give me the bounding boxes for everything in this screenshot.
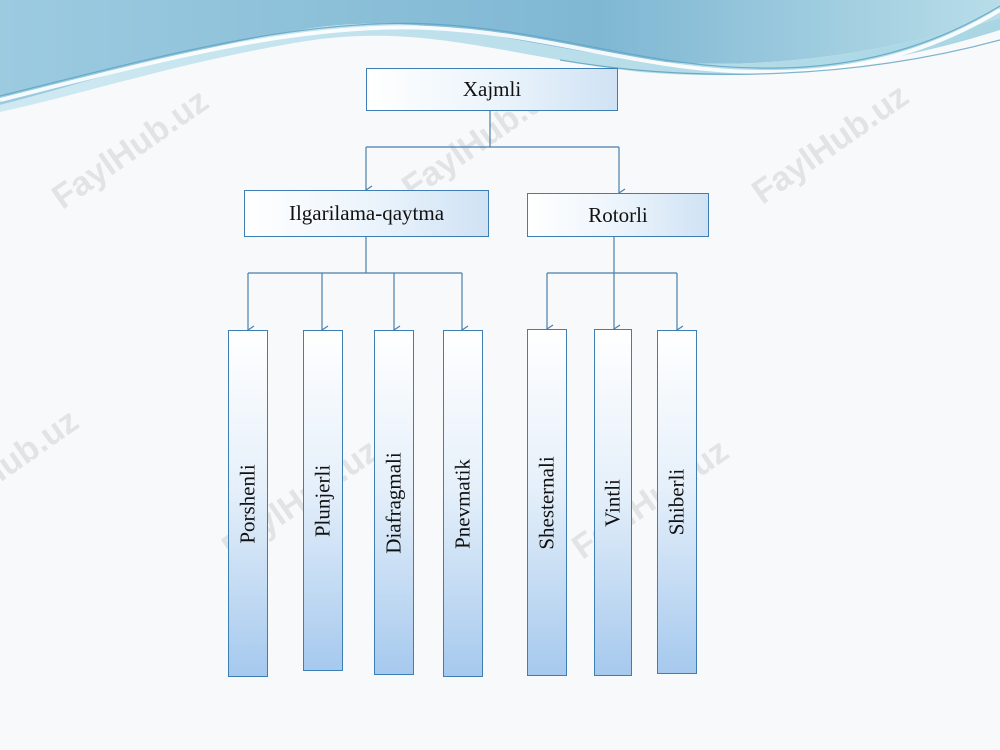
leaf-node-label: Porshenli [235,463,260,544]
branch-node-label: Rotorli [588,202,648,227]
branch-node-label: Ilgarilama-qaytma [288,201,445,225]
leaf-node-pnevmatik: Pnevmatik [443,330,483,677]
leaf-node-label: Plunjerli [310,464,335,537]
leaf-node-plunjerli: Plunjerli [303,330,343,671]
leaf-node-label: Pnevmatik [450,458,475,549]
leaf-node-label: Shesternali [534,455,559,550]
branch-node-rotorli: Rotorli [527,193,709,237]
background-wave-decoration [0,0,1000,112]
leaf-node-shesternali: Shesternali [527,329,567,676]
leaf-node-vintli: Vintli [594,329,632,676]
leaf-node-label: Diafragmali [381,451,406,554]
leaf-node-shiberli: Shiberli [657,330,697,674]
root-node: Xajmli [366,68,618,111]
root-node-label: Xajmli [462,77,522,101]
leaf-node-label: Vintli [600,478,625,527]
leaf-node-label: Shiberli [664,468,689,536]
leaf-node-diafragmali: Diafragmali [374,330,414,675]
leaf-node-porshenli: Porshenli [228,330,268,677]
branch-node-ilgarilama-qaytma: Ilgarilama-qaytma [244,190,489,237]
